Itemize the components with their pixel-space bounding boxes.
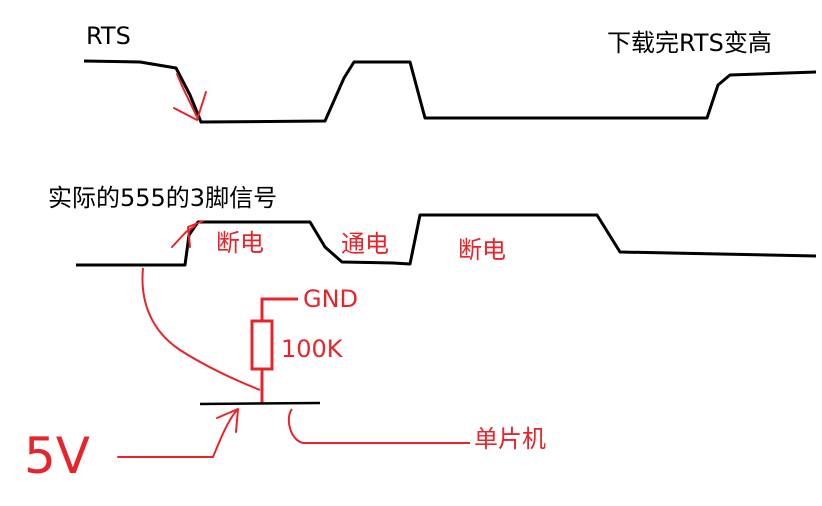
- off-label-1: 断电: [216, 229, 264, 257]
- rts-high-note: 下载完RTS变高: [607, 29, 772, 57]
- on-label: 通电: [341, 230, 389, 258]
- gnd-wire: [260, 297, 298, 321]
- gnd-label: GND: [303, 285, 359, 313]
- resistor-symbol: [250, 319, 274, 371]
- signal-connection-curve: [141, 267, 261, 391]
- mcu-wire: [287, 408, 470, 444]
- mcu-label: 单片机: [474, 425, 546, 453]
- rts-waveform: [83, 59, 817, 124]
- pin3-waveform: [76, 213, 817, 267]
- pin3-signal-label: 实际的555的3脚信号: [48, 184, 278, 212]
- rts-falling-edge-arrow: [173, 73, 207, 121]
- resistor-label: 100K: [281, 335, 343, 363]
- voltage-label: 5V: [24, 427, 91, 485]
- off-label-2: 断电: [458, 236, 506, 264]
- transistor-base-bar: [199, 401, 321, 406]
- emitter-arrow: [117, 408, 239, 458]
- pin3-rising-edge-arrow: [171, 220, 204, 248]
- rts-label: RTS: [86, 22, 131, 50]
